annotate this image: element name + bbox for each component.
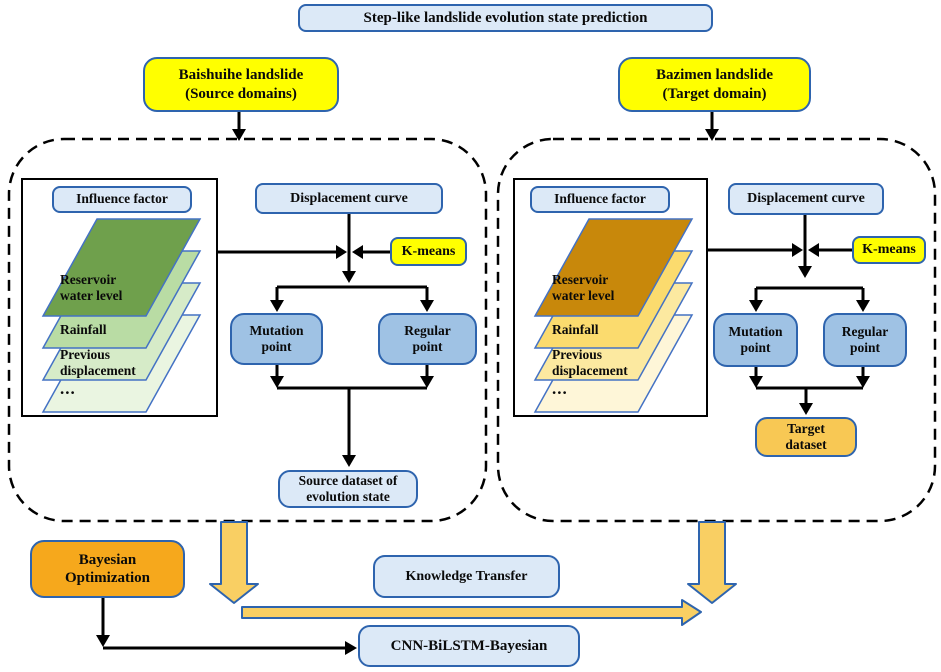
left-layer-ellipsis-label: ... [60,379,76,398]
right-down-block-arrow [687,521,737,604]
cnn-bilstm-bayesian-box: CNN-BiLSTM-Bayesian [358,625,580,667]
left-regular-point-box: Regular point [378,313,477,365]
left-layer-reservoir-label: Reservoir water level [60,272,123,303]
left-kmeans-box: K-means [390,237,467,266]
right-layer-ellipsis-label: ... [552,379,568,398]
target-dataset-box: Target dataset [755,417,857,457]
right-layer-rainfall-label: Rainfall [552,322,599,337]
knowledge-transfer-block-arrow [241,599,702,626]
right-influence-factor-label: Influence factor [530,186,670,213]
source-dataset-box: Source dataset of evolution state [278,470,418,508]
left-mutation-point-box: Mutation point [230,313,323,365]
diagram-title: Step-like landslide evolution state pred… [298,4,713,32]
left-down-block-arrow [209,521,259,604]
bayesian-optimization-box: Bayesian Optimization [30,540,185,598]
left-layer-previous-label: Previous displacement [60,347,136,378]
right-layer-reservoir-label: Reservoir water level [552,272,615,303]
target-domain-box: Bazimen landslide (Target domain) [618,57,811,112]
right-mutation-point-box: Mutation point [713,313,798,367]
left-influence-factor-label: Influence factor [52,186,192,213]
left-displacement-curve-box: Displacement curve [255,183,443,214]
right-layer-previous-label: Previous displacement [552,347,628,378]
right-regular-point-box: Regular point [823,313,907,367]
knowledge-transfer-box: Knowledge Transfer [373,555,560,598]
source-domain-box: Baishuihe landslide (Source domains) [143,57,339,112]
right-displacement-curve-box: Displacement curve [728,183,884,215]
left-layer-rainfall-label: Rainfall [60,322,107,337]
right-kmeans-box: K-means [852,236,926,264]
